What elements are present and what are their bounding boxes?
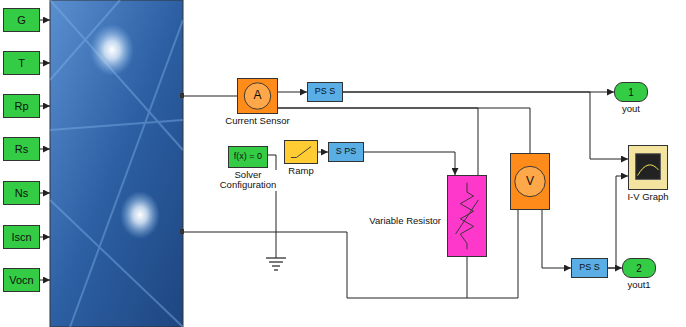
block-icon [285,141,317,163]
block-label: yout [621,104,641,114]
block-text: Ns [15,187,28,199]
block-icon [448,176,486,256]
input-arrows [40,20,50,280]
input-constant: Ns [3,181,40,205]
input-constant: T [3,51,40,75]
current-sensor: ACurrent Sensor [237,78,278,114]
ps-simulink-converter: PS S [307,82,343,102]
signal-line [542,210,571,268]
block-label: I-V Graph [626,192,669,202]
block-text: A [253,89,261,102]
physical-wires [184,96,467,298]
voltage-sensor: V [510,153,550,210]
block-text: Vocn [9,274,33,286]
block-icon [629,146,667,189]
variable-resistor: Variable Resistor [447,175,487,257]
block-text: PS S [315,87,336,97]
scope: I-V Graph [628,145,668,190]
ramp-source: Ramp [284,140,318,164]
block-text: PS S [579,263,600,273]
signal-line [364,152,455,175]
block-text: 2 [636,263,642,274]
input-constant: G [3,8,40,32]
ground-symbol [266,258,286,270]
input-constant: Rp [3,94,40,118]
input-constant: Rs [3,137,40,161]
block-text: V [526,175,534,188]
outport: 2yout1 [622,258,656,278]
block-text: G [17,14,26,26]
block-label: yout1 [626,280,651,290]
block-text: S PS [336,147,357,157]
block-label: Ramp [287,166,314,176]
block-text: f(x) = 0 [234,152,262,162]
block-label: Current Sensor [224,116,290,126]
block-text: Iscn [11,231,31,243]
input-constant: Vocn [3,268,40,292]
signal-line [608,176,628,268]
ps-simulink-converter: PS S [571,258,608,278]
signal-line [343,92,628,159]
signal-line [318,152,328,153]
simulink-ps-converter: S PS [328,142,364,162]
input-constant: Iscn [3,225,40,249]
block-text: Rs [15,143,28,155]
block-text: Rp [14,100,28,112]
outport: 1yout [614,82,648,102]
block-label: Variable Resistor [368,216,442,226]
block-text: 1 [628,87,634,98]
block-text: T [18,57,25,69]
block-label: Solver Configuration [211,170,285,191]
physical-connection [278,108,478,175]
pv-panel [50,0,184,327]
solver-configuration: f(x) = 0Solver Configuration [228,146,268,168]
signal-line [278,92,307,93]
